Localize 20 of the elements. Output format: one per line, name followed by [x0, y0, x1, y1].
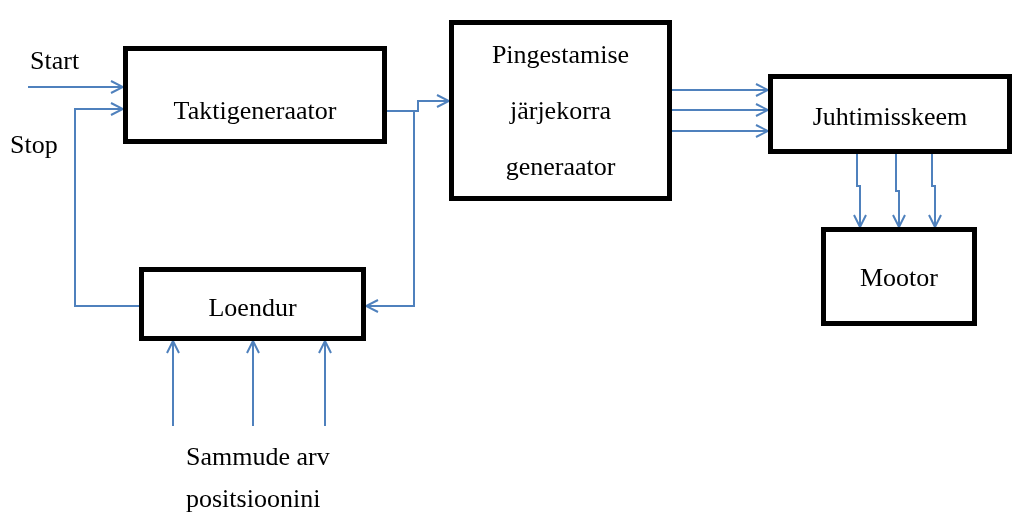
block-box: Mootor: [821, 227, 977, 326]
arrow: [853, 153, 867, 228]
block-box: Loendur: [139, 267, 366, 341]
arrow: [318, 340, 332, 427]
arrow: [671, 83, 769, 97]
arrow: [246, 340, 260, 427]
edge-label: Stop: [10, 132, 58, 158]
block-box: Pingestamise järjekorra generaator: [449, 20, 672, 201]
arrow: [928, 153, 942, 228]
arrow: [671, 103, 769, 117]
block-box: Taktigeneraator: [123, 46, 387, 144]
arrow: [892, 153, 906, 228]
block-box: Juhtimisskeem: [768, 74, 1012, 154]
edge-label: Start: [30, 48, 80, 74]
arrow: [166, 340, 180, 427]
input-label: Sammude arv positsioonini: [186, 436, 386, 522]
arrow: [365, 110, 415, 313]
arrow: [27, 80, 124, 94]
arrow: [671, 124, 769, 138]
arrow: [74, 102, 140, 307]
